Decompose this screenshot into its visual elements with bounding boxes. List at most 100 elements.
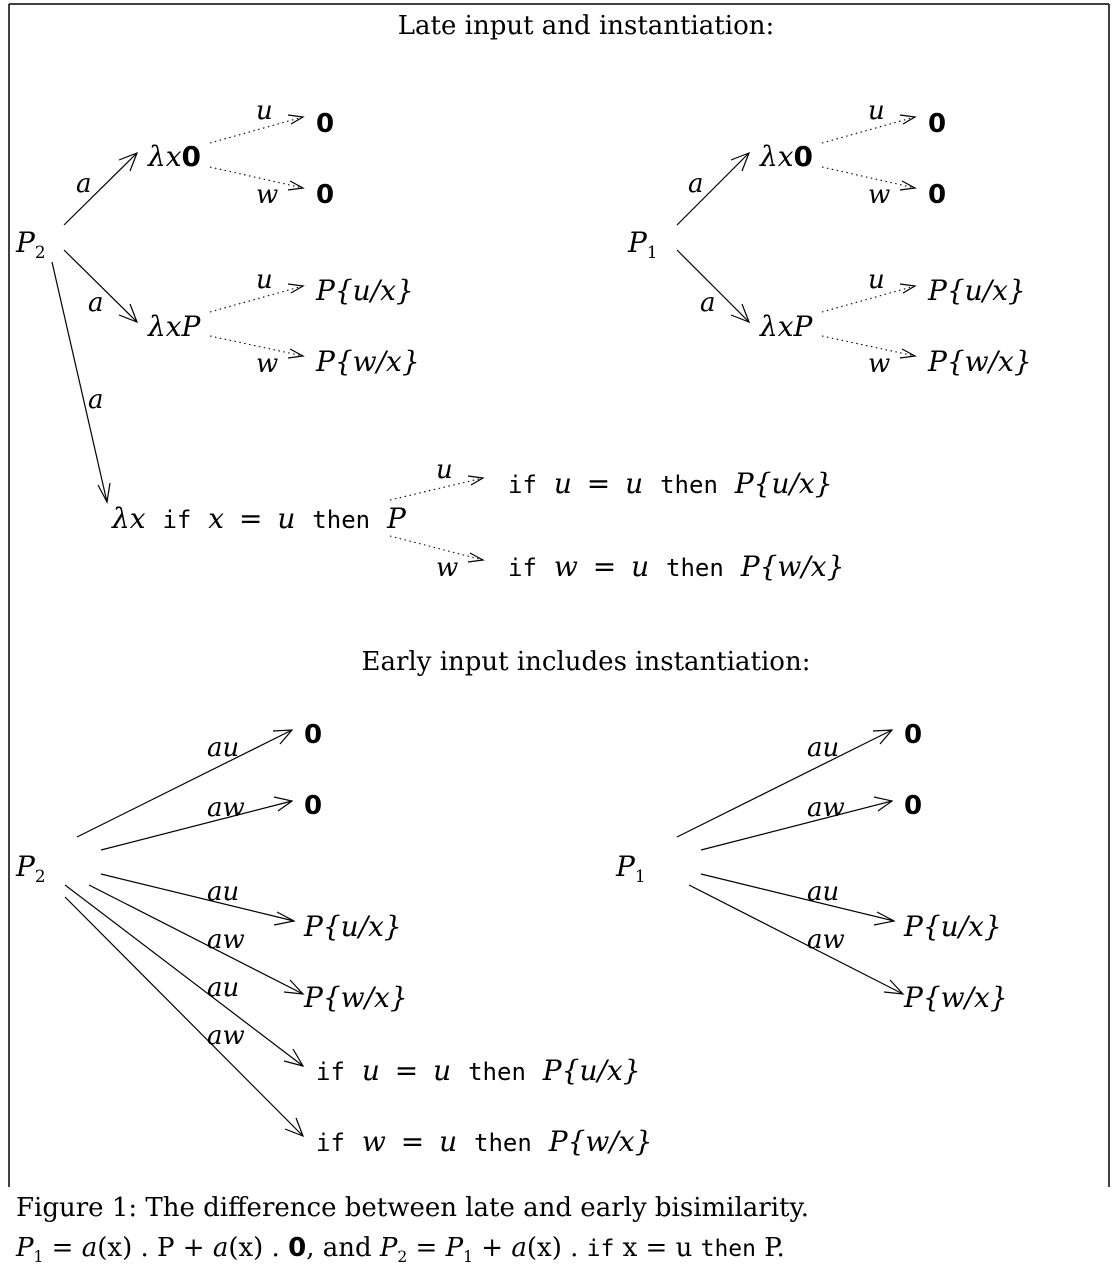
late-p1-lx0-dot-w-head xyxy=(899,180,917,191)
early-p2-edge-au-0 xyxy=(76,729,293,838)
late-p2-lxp-dot-u xyxy=(209,285,304,313)
late-p2-edge-2-label: a xyxy=(88,288,104,318)
early-p2-edge-aw-pw-label: aw xyxy=(207,925,245,955)
caption-line-1: Figure 1: The difference between late an… xyxy=(16,1193,809,1223)
early-p2-target-pw: P{w/x} xyxy=(303,981,408,1014)
early-p1-edge-aw-pw-label: aw xyxy=(807,925,845,955)
caption-line-2: P1 = a(x) . P + a(x) . 0, and P2 = P1 + … xyxy=(15,1233,785,1266)
late-p1-edge-1 xyxy=(676,152,750,226)
late-p1-lx0-dot-w xyxy=(821,166,916,189)
early-p2-edge-au-if xyxy=(64,884,304,1067)
early-p2-edge-au-pu-label: au xyxy=(207,877,239,907)
early-p2-target-0-a: 0 xyxy=(304,720,322,750)
late-p2-edge-1 xyxy=(63,152,138,226)
early-p1-edge-au-pu-head xyxy=(873,911,896,926)
early-p2-edge-aw-0-label: aw xyxy=(207,793,245,823)
early-p1-edge-aw-pw xyxy=(688,884,904,995)
late-p1-node-lxp: λxP xyxy=(759,310,814,343)
late-p2-lx0-u-target: 0 xyxy=(316,109,334,139)
late-p2-edge-3 xyxy=(51,261,108,503)
late-p1-edge-2 xyxy=(676,249,750,323)
early-p2-edge-aw-if-label: aw xyxy=(207,1021,245,1051)
late-p1-lxp-dot-w xyxy=(821,335,916,357)
late-p2-lx0-dot-w-label: w xyxy=(256,180,278,210)
late-p1-lxp-dot-u xyxy=(821,285,916,313)
late-p1-edge-2-head xyxy=(730,303,751,324)
late-p1-lx0-dot-u-head xyxy=(899,114,917,125)
late-p2-node-lx0: λx0 xyxy=(147,140,201,173)
early-p1-diagram: P1 au 0 aw 0 au P{u/x} aw P{w/x} xyxy=(615,720,1008,1014)
late-p1-lx0-dot-u-label: u xyxy=(868,96,885,126)
late-p2-edge-1-head xyxy=(118,151,139,172)
early-p2-target-pu: P{u/x} xyxy=(303,910,402,943)
early-p2-edge-au-if-head xyxy=(283,1048,305,1067)
early-p2-edge-au-pu xyxy=(100,873,295,922)
late-p2-if-dot-u-head xyxy=(467,475,485,486)
late-p2-node-lxp: λxP xyxy=(147,310,202,343)
late-p1-lxp-dot-u-label: u xyxy=(868,265,885,295)
early-p1-edge-aw-pw-head xyxy=(883,979,905,995)
early-p2-edge-au-0-head xyxy=(272,729,294,745)
late-p2-edge-1-label: a xyxy=(76,169,92,199)
late-p2-if-u-target: if u = u then P{u/x} xyxy=(508,467,833,500)
late-p2-if-dot-w-label: w xyxy=(436,553,458,583)
early-p1-root: P1 xyxy=(615,850,646,886)
late-p2-root: P2 xyxy=(15,226,46,262)
early-p2-edge-aw-0-head xyxy=(273,796,294,812)
late-p1-node-lx0: λx0 xyxy=(759,140,813,173)
late-p2-lx0-dot-w xyxy=(209,166,304,189)
early-p2-diagram: P2 au 0 aw 0 au P{u/x} aw P{w/x} au if xyxy=(15,720,652,1158)
late-p2-lxp-dot-u-label: u xyxy=(256,265,273,295)
early-p1-target-0-b: 0 xyxy=(904,791,922,821)
late-p1-lx0-dot-u xyxy=(821,116,916,144)
early-p2-edge-aw-if xyxy=(64,896,304,1137)
late-p2-edge-2 xyxy=(63,249,138,323)
late-p2-diagram: P2 a λx0 u 0 w 0 a λxP u P{u/x} xyxy=(15,96,844,583)
early-p2-edge-aw-pw-head xyxy=(283,979,305,995)
late-p1-lxp-dot-u-head xyxy=(899,283,917,294)
late-p2-if-w-target: if w = u then P{w/x} xyxy=(508,550,844,583)
early-p2-target-if-u: if u = u then P{u/x} xyxy=(316,1054,641,1087)
early-p1-edge-aw-0-head xyxy=(873,796,894,812)
early-p1-target-0-a: 0 xyxy=(904,720,922,750)
late-p2-lxp-dot-w xyxy=(209,335,304,357)
early-p1-edge-au-pu-label: au xyxy=(807,877,839,907)
late-p1-lxp-dot-w-head xyxy=(899,348,917,359)
early-p1-edge-aw-0-label: aw xyxy=(807,793,845,823)
late-p2-lxp-dot-u-head xyxy=(287,283,305,294)
early-p1-edge-au-pu xyxy=(700,873,895,922)
late-p1-lxp-u-target: P{u/x} xyxy=(927,274,1026,307)
early-p2-target-0-b: 0 xyxy=(304,791,322,821)
late-p2-lx0-dot-u-label: u xyxy=(256,96,273,126)
late-p1-root: P1 xyxy=(627,226,658,262)
late-p2-if-dot-u xyxy=(389,477,484,501)
early-p2-target-if-w: if w = u then P{w/x} xyxy=(316,1125,652,1158)
late-p1-diagram: P1 a λx0 u 0 w 0 a λxP u P{u/x} w P{ xyxy=(627,96,1032,379)
late-p2-if-dot-u-label: u xyxy=(436,455,453,485)
early-p1-edge-au-0-label: au xyxy=(807,733,839,763)
late-p2-lx0-w-target: 0 xyxy=(316,180,334,210)
late-p2-lx0-dot-u xyxy=(209,116,304,144)
late-p2-lx0-dot-u-head xyxy=(287,114,305,125)
early-p1-edge-au-0-head xyxy=(872,729,894,745)
early-p2-edge-aw-0 xyxy=(100,800,293,851)
late-p2-edge-2-head xyxy=(118,303,139,324)
late-p2-lx0-dot-w-head xyxy=(287,180,305,191)
early-p2-edge-aw-pw xyxy=(88,884,304,995)
early-p1-target-pw: P{w/x} xyxy=(903,981,1008,1014)
late-heading: Late input and instantiation: xyxy=(398,11,774,41)
early-p2-root: P2 xyxy=(15,850,46,886)
late-p1-lx0-w-target: 0 xyxy=(928,180,946,210)
early-p2-edge-au-0-label: au xyxy=(207,733,239,763)
early-p1-edge-aw-0 xyxy=(700,800,893,851)
early-p1-edge-au-0 xyxy=(676,729,893,838)
late-p2-if-dot-w-head xyxy=(467,552,485,563)
late-p2-node-lx-if: λx if x = u then P xyxy=(111,502,407,535)
late-p2-lxp-dot-w-label: w xyxy=(256,349,278,379)
late-p1-lxp-dot-w-label: w xyxy=(868,349,890,379)
late-p1-edge-2-label: a xyxy=(700,288,716,318)
late-p2-lxp-w-target: P{w/x} xyxy=(315,345,420,378)
early-p1-target-pu: P{u/x} xyxy=(903,910,1002,943)
